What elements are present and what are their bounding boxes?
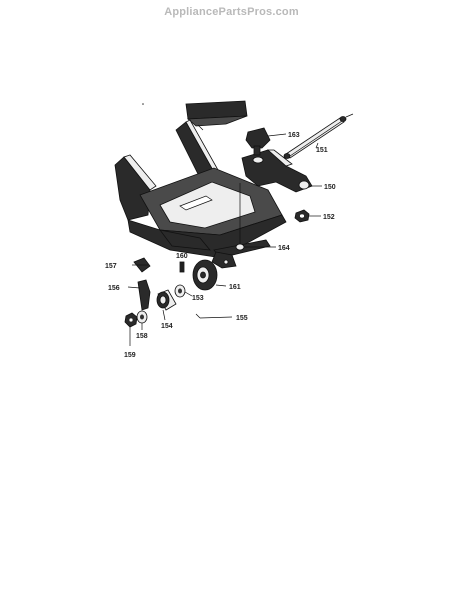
link-156	[137, 279, 151, 311]
callout-153: 153	[192, 295, 204, 302]
washer-153	[174, 284, 186, 298]
arm-bracket-150	[241, 149, 313, 193]
nut-152	[294, 209, 310, 223]
callout-164: 164	[278, 245, 290, 252]
callout-163: 163	[288, 132, 300, 139]
leader-155-tail	[195, 313, 201, 319]
callout-151: 151	[316, 147, 328, 154]
rod-151	[283, 113, 354, 159]
site-watermark: AppliancePartsPros.com	[164, 6, 299, 18]
nut-159	[124, 312, 138, 328]
frame-assembly	[114, 119, 287, 269]
warning-label-plate	[185, 100, 248, 131]
leader-lines	[127, 133, 322, 346]
callout-150: 150	[324, 184, 336, 191]
callout-155: 155	[236, 315, 248, 322]
leader-155	[199, 316, 233, 319]
callout-158: 158	[136, 333, 148, 340]
callout-157: 157	[105, 263, 117, 270]
knob-163	[245, 127, 271, 156]
bushing-154	[156, 289, 177, 311]
callout-154: 154	[161, 323, 173, 330]
callout-152: 152	[323, 214, 335, 221]
callout-160: 160	[176, 253, 188, 260]
washer-158	[136, 310, 148, 324]
callout-labels: 163 151 150 152 164 160 161 153 154 155 …	[105, 132, 336, 359]
callout-159: 159	[124, 352, 136, 359]
callout-161: 161	[229, 284, 241, 291]
stray-dot	[142, 103, 144, 105]
hub-161	[192, 259, 218, 291]
callout-156: 156	[108, 285, 120, 292]
